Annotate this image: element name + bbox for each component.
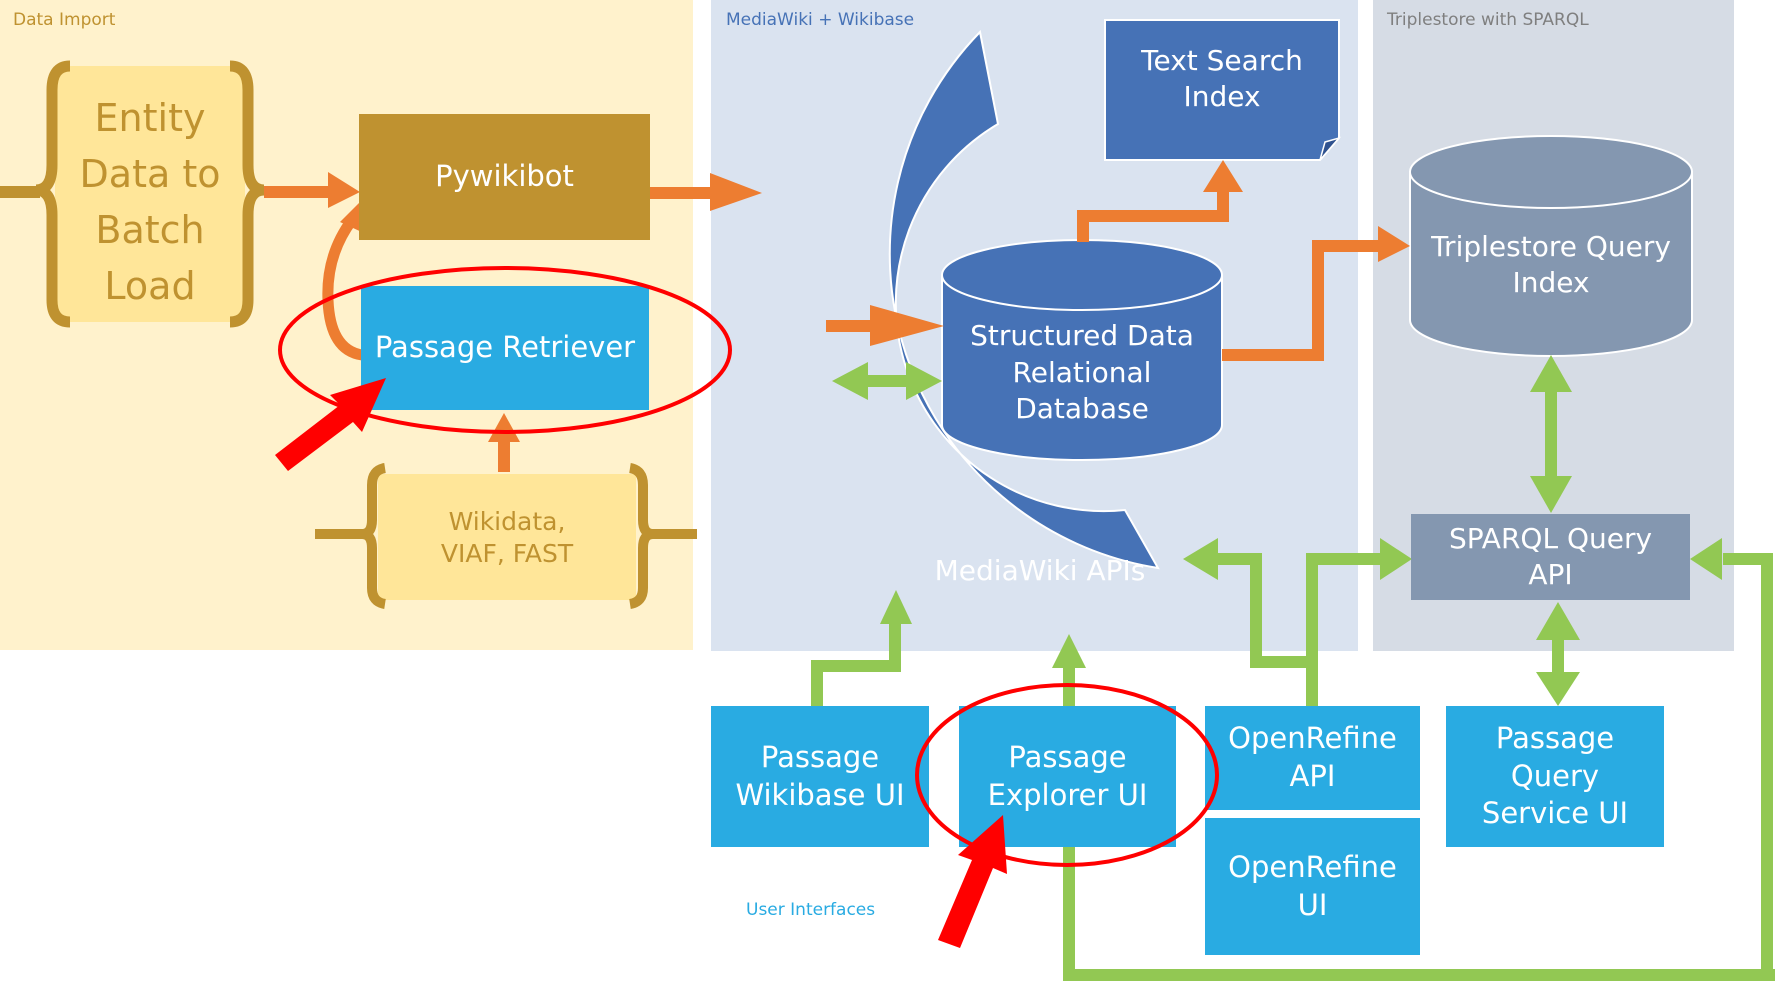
passage-explorer-ui-label: Passage Explorer UI xyxy=(987,739,1148,812)
triplestore-label: Triplestore with SPARQL xyxy=(1387,10,1589,30)
passage-retriever-label: Passage Retriever xyxy=(374,330,636,365)
openrefine-api-label: OpenRefine API xyxy=(1228,721,1397,793)
sparql-api-node[interactable]: SPARQL Query API xyxy=(1411,514,1690,600)
mediawiki-arc-shape xyxy=(888,29,1160,570)
structured-db-label[interactable]: Structured Data Relational Database xyxy=(970,319,1194,426)
triplestore-index-label[interactable]: Triplestore Query Index xyxy=(1431,229,1671,299)
data-import-label: Data Import xyxy=(13,10,116,30)
wikidata-brace-shape xyxy=(315,463,697,609)
passage-explorer-ui-node[interactable]: Passage Explorer UI xyxy=(959,706,1176,847)
triplestore-cylinder xyxy=(1409,135,1693,357)
entity-data-label: Entity Data to Batch Load xyxy=(79,96,221,308)
openrefine-ui-label: OpenRefine UI xyxy=(1228,849,1397,922)
page-curl-icon xyxy=(1319,136,1342,161)
openrefine-api-node[interactable]: OpenRefine API xyxy=(1205,706,1420,810)
sparql-api-label: SPARQL Query API xyxy=(1448,521,1653,591)
openrefine-ui-node[interactable]: OpenRefine UI xyxy=(1205,818,1420,955)
orange-connectors xyxy=(264,160,1410,472)
passage-retriever-node[interactable]: Passage Retriever xyxy=(361,286,649,410)
structured-db-cylinder xyxy=(941,239,1223,461)
pywikibot-node[interactable]: Pywikibot xyxy=(359,114,650,240)
mediawiki-label: MediaWiki + Wikibase xyxy=(726,10,915,30)
pywikibot-label: Pywikibot xyxy=(435,159,574,194)
retriever-to-pywikibot-arrow xyxy=(322,216,364,361)
passage-wikibase-ui-label: Passage Wikibase UI xyxy=(735,739,905,812)
passage-wikibase-ui-node[interactable]: Passage Wikibase UI xyxy=(711,706,929,847)
text-search-index-label: Text Search Index xyxy=(1141,43,1303,113)
mediawiki-apis-label: MediaWiki APIs xyxy=(934,553,1146,587)
passage-query-service-ui-label: Passage Query Service UI xyxy=(1481,720,1629,831)
wikidata-sources-label: Wikidata, VIAF, FAST xyxy=(440,506,574,569)
green-connectors xyxy=(811,355,1775,981)
passage-query-service-ui-node[interactable]: Passage Query Service UI xyxy=(1446,706,1664,847)
user-interfaces-label: User Interfaces xyxy=(746,900,876,920)
